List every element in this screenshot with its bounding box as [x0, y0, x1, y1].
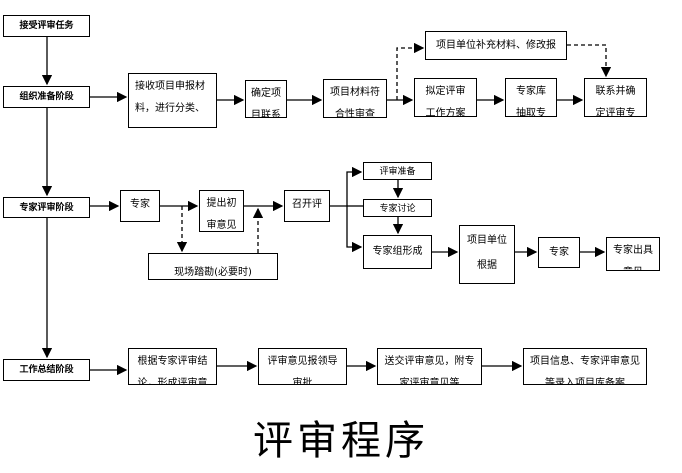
- stage-preparation: 组织准备阶段: [3, 86, 90, 108]
- expert-opinion-box: 专家出具意见: [606, 237, 660, 271]
- compliance-check-box: 项目材料符合性审查: [323, 79, 387, 118]
- stage-expert-review: 专家评审阶段: [3, 197, 90, 218]
- supplement-materials-box: 项目单位补充材料、修改报告: [425, 31, 567, 60]
- form-opinion-box: 根据专家评审结论，形成评审意见: [128, 348, 217, 385]
- stage-receive-task: 接受评审任务: [3, 15, 90, 37]
- select-experts-box: 专家库抽取专家: [505, 78, 557, 117]
- draft-plan-box: 拟定评审工作方案: [414, 78, 477, 117]
- expert-discussion-box: 专家讨论: [363, 199, 432, 217]
- submit-opinion-box: 送交评审意见，附专家评审意见等: [377, 348, 482, 385]
- project-unit-box: 项目单位根据: [459, 225, 515, 284]
- initial-opinion-box: 提出初审意见: [199, 190, 244, 232]
- stage-summary: 工作总结阶段: [3, 359, 90, 381]
- confirm-experts-box: 联系并确定评审专家: [584, 78, 647, 117]
- archive-box: 项目信息、专家评审意见等录入项目库备案: [523, 348, 647, 385]
- confirm-contact-box: 确定项目联系: [245, 80, 287, 118]
- hold-review-box: 召开评: [284, 190, 330, 222]
- review-prep-box: 评审准备: [363, 162, 432, 180]
- expert-box: 专家: [120, 190, 160, 222]
- expert-box-2: 专家: [538, 237, 580, 268]
- receive-materials-box: 接收项目申报材料，进行分类、: [128, 73, 217, 128]
- diagram-title: 评审程序: [253, 418, 429, 464]
- leader-approval-box: 评审意见报领导审批: [258, 348, 347, 385]
- site-survey-box: 现场踏勘(必要时): [148, 253, 278, 280]
- panel-formed-box: 专家组形成: [363, 235, 432, 269]
